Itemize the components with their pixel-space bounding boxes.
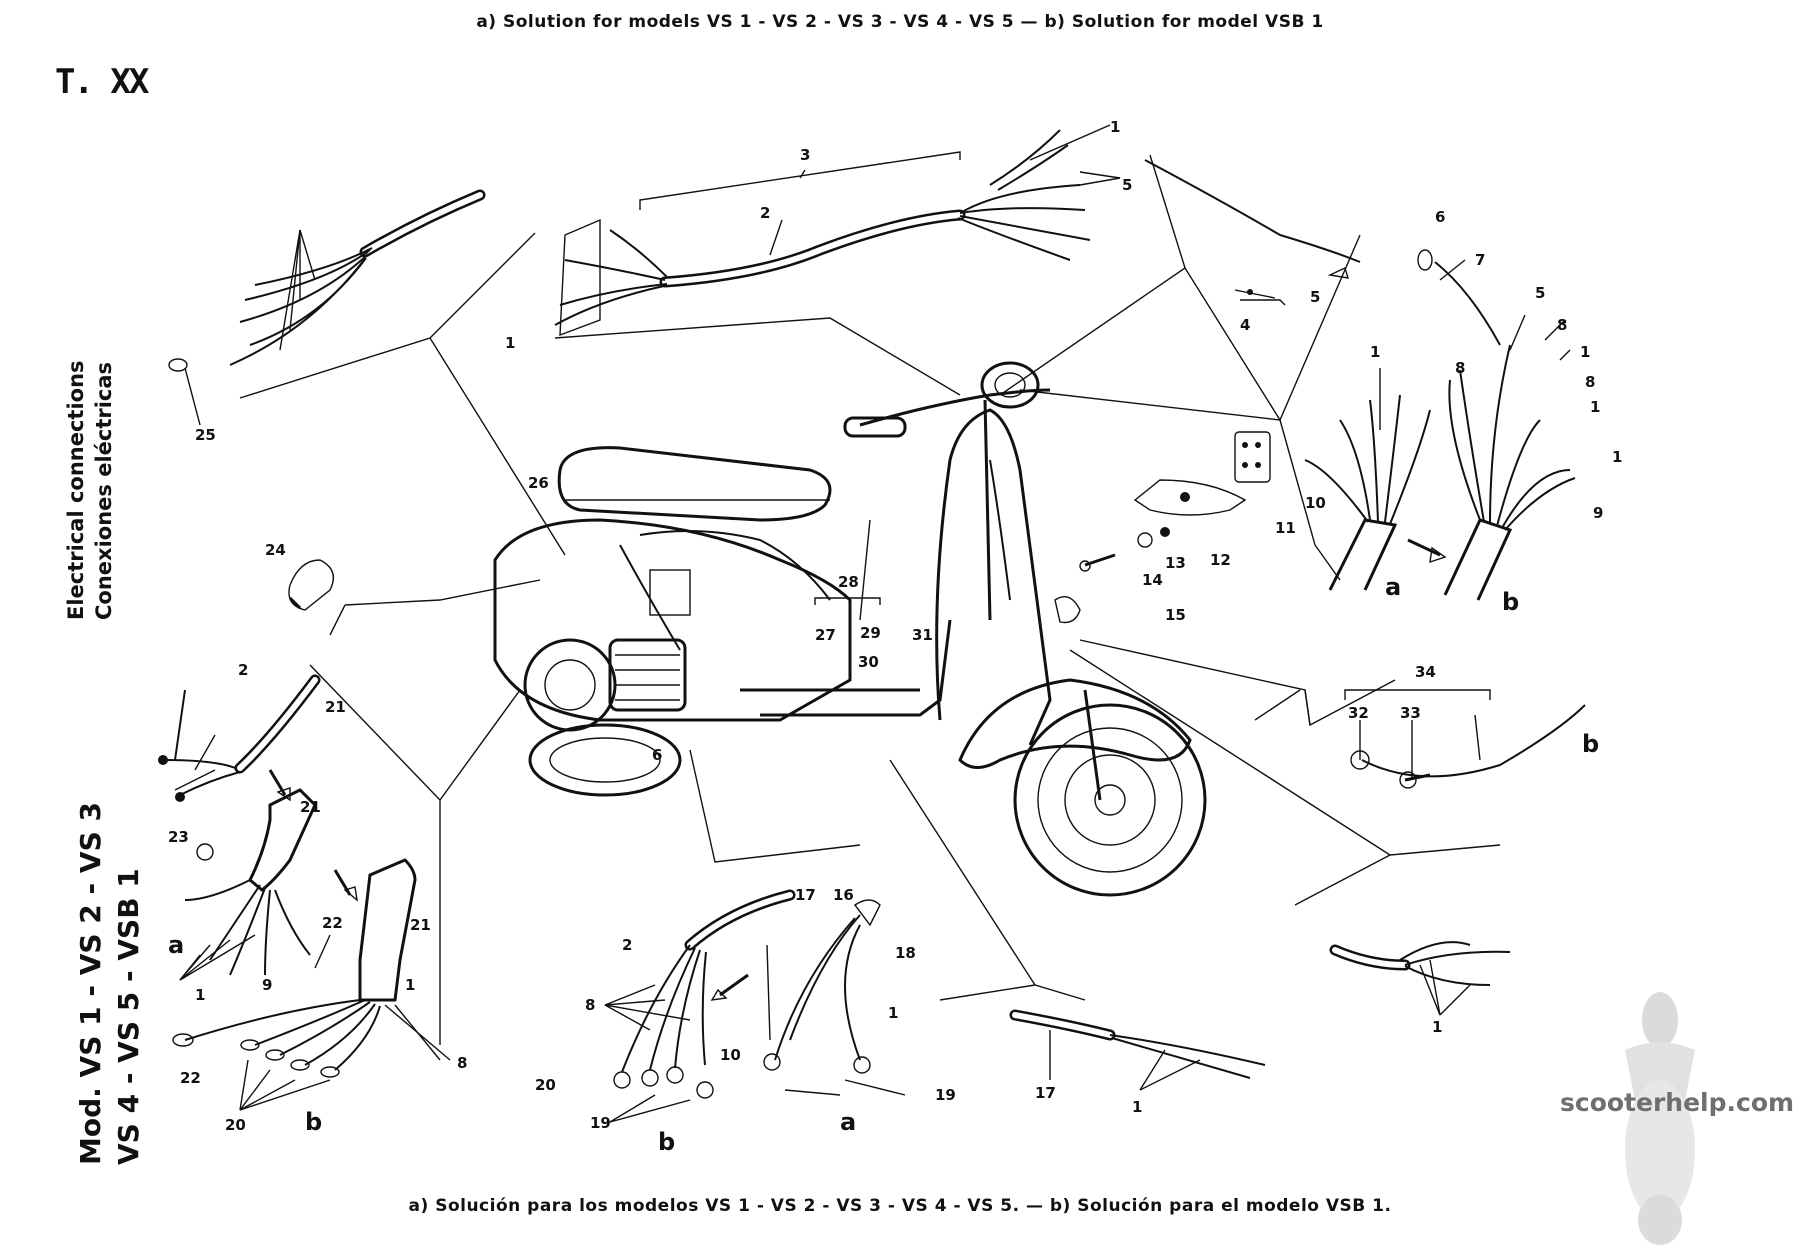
label-28: 28 xyxy=(838,573,859,591)
label-13: 13 xyxy=(1165,554,1186,572)
label-8-right-b: 8 xyxy=(1585,373,1595,391)
watermark-scooter-icon xyxy=(1625,992,1695,1245)
label-6-right: 6 xyxy=(1435,208,1445,226)
label-15: 15 xyxy=(1165,606,1186,624)
label-1-left-top: 1 xyxy=(505,334,515,352)
label-1-bottom: 1 xyxy=(888,1004,898,1022)
label-33: 33 xyxy=(1400,704,1421,722)
label-23: 23 xyxy=(168,828,189,846)
label-9-right: 9 xyxy=(1593,504,1603,522)
wire-top-right xyxy=(1144,159,1361,306)
label-a-bottom: a xyxy=(840,1108,856,1136)
label-b-left: b xyxy=(305,1108,322,1136)
label-21-b: 21 xyxy=(300,798,321,816)
label-3: 3 xyxy=(800,146,810,164)
label-8-right: 8 xyxy=(1557,316,1567,334)
label-1-left: 1 xyxy=(195,986,205,1004)
label-24: 24 xyxy=(265,541,286,559)
label-21-a: 21 xyxy=(325,698,346,716)
label-1-right-c: 1 xyxy=(1612,448,1622,466)
label-14: 14 xyxy=(1142,571,1163,589)
plate-number: T. XX xyxy=(55,62,149,102)
label-1-right-d: 1 xyxy=(1370,343,1380,361)
label-20-bottom: 20 xyxy=(535,1076,556,1094)
label-9-left: 9 xyxy=(262,976,272,994)
label-34: 34 xyxy=(1415,663,1436,681)
label-2-bottom: 2 xyxy=(622,936,632,954)
label-20-left: 20 xyxy=(225,1116,246,1134)
label-19-bottom: 19 xyxy=(590,1114,611,1132)
label-19-bottom-b: 19 xyxy=(935,1086,956,1104)
label-16: 16 xyxy=(833,886,854,904)
cable-right-b xyxy=(1344,689,1586,789)
label-a-left: a xyxy=(168,931,184,959)
label-1-right-bottom: 1 xyxy=(1432,1018,1442,1036)
label-8-right-c: 8 xyxy=(1455,359,1465,377)
label-b-bottom: b xyxy=(658,1128,675,1156)
label-1-bottom-right: 1 xyxy=(1132,1098,1142,1116)
label-26: 26 xyxy=(528,474,549,492)
label-b-right: b xyxy=(1502,588,1519,616)
label-4: 4 xyxy=(1240,316,1250,334)
small-parts-center-right xyxy=(1079,431,1271,572)
label-21-c: 21 xyxy=(410,916,431,934)
label-32: 32 xyxy=(1348,704,1369,722)
label-11: 11 xyxy=(1275,519,1296,537)
label-31: 31 xyxy=(912,626,933,644)
watermark-text: scooterhelp.com xyxy=(1560,1088,1795,1117)
harness-bottom-center-right xyxy=(1009,1009,1266,1091)
label-2-top: 2 xyxy=(760,204,770,222)
label-a-right: a xyxy=(1385,573,1401,601)
bracket-28 xyxy=(814,597,881,605)
label-17-bottom: 17 xyxy=(795,886,816,904)
scooter-illustration xyxy=(493,361,1207,897)
label-18: 18 xyxy=(895,944,916,962)
label-5-right: 5 xyxy=(1535,284,1545,302)
label-7: 7 xyxy=(1475,251,1485,269)
label-10-right: 10 xyxy=(1305,494,1326,512)
label-1-left-b: 1 xyxy=(405,976,415,994)
part-labels: 1 5 3 2 1 4 5 6 7 5 8 1 8 1 1 9 1 8 10 1… xyxy=(168,118,1622,1156)
harness-bottom-left xyxy=(158,674,451,1111)
harness-bottom-center xyxy=(604,889,906,1123)
harness-top-main xyxy=(554,124,1121,337)
top-caption: a) Solution for models VS 1 - VS 2 - VS … xyxy=(476,12,1324,32)
label-1-top: 1 xyxy=(1110,118,1120,136)
label-6-engine: 6 xyxy=(652,746,662,764)
bottom-caption: a) Solución para los modelos VS 1 - VS 2… xyxy=(408,1196,1392,1216)
label-8-bottom: 8 xyxy=(585,996,595,1014)
label-12: 12 xyxy=(1210,551,1231,569)
pointer-lines xyxy=(239,154,1501,1045)
label-29: 29 xyxy=(860,624,881,642)
bundles-right xyxy=(1304,249,1576,601)
label-10-bottom: 10 xyxy=(720,1046,741,1064)
label-17-bottom-right: 17 xyxy=(1035,1084,1056,1102)
harness-top-left xyxy=(229,189,486,366)
label-2-left: 2 xyxy=(238,661,248,679)
label-8-left: 8 xyxy=(457,1054,467,1072)
label-22-b: 22 xyxy=(180,1069,201,1087)
harness-right-bottom xyxy=(1329,941,1511,1016)
label-25: 25 xyxy=(195,426,216,444)
label-22-a: 22 xyxy=(322,914,343,932)
small-parts-left xyxy=(168,358,334,611)
label-b-cable: b xyxy=(1582,730,1599,758)
label-5-top-right: 5 xyxy=(1310,288,1320,306)
label-1-right-a: 1 xyxy=(1580,343,1590,361)
label-1-right-b: 1 xyxy=(1590,398,1600,416)
label-30: 30 xyxy=(858,653,879,671)
label-27: 27 xyxy=(815,626,836,644)
label-5-top: 5 xyxy=(1122,176,1132,194)
